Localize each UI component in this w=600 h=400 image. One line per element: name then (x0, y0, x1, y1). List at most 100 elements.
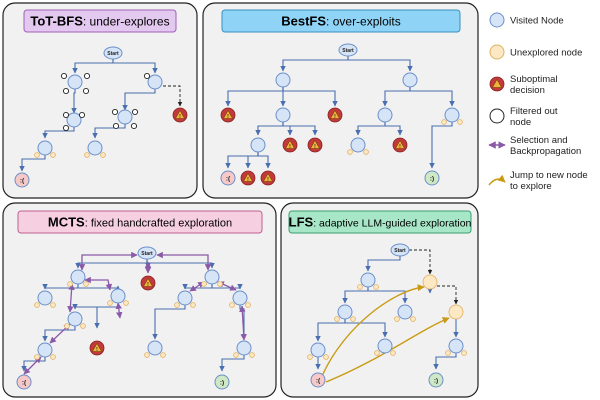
unexplored-node (448, 304, 464, 320)
visited-node (37, 140, 53, 156)
warning-icon-mark: ! (399, 144, 401, 150)
tree-edge (344, 319, 388, 338)
unexplored-node (457, 119, 463, 125)
suboptimal-node: ! (240, 170, 256, 186)
legend-visited-swatch (489, 12, 505, 28)
visited-node (66, 112, 82, 128)
start-node-label: Start (342, 48, 354, 54)
tree-edge (92, 124, 126, 139)
title-mcts: MCTS: fixed handcrafted exploration (17, 210, 263, 234)
selection-backprop-arrow (115, 302, 123, 319)
legend-jump-arrow (488, 174, 506, 186)
start-node-label: Start (394, 248, 406, 254)
happy-face-label: :) (220, 380, 224, 387)
tree-edge (365, 256, 401, 272)
visited-node (360, 272, 376, 288)
suboptimal-node: ! (307, 137, 323, 153)
panel-lfs (280, 202, 479, 398)
warning-icon (395, 139, 405, 149)
unexplored-node (100, 152, 106, 158)
filtered-node (60, 72, 68, 80)
failure-leaf-node (14, 172, 30, 188)
unexplored-node (84, 152, 90, 158)
start-node (390, 243, 410, 257)
tree-edge (152, 305, 186, 340)
unexplored-node (334, 316, 340, 322)
unexplored-node (350, 316, 356, 322)
warning-icon (175, 109, 185, 119)
visited-node (397, 304, 413, 320)
warning-icon-mark: ! (334, 114, 336, 120)
warning-icon (310, 139, 320, 149)
unexplored-node (67, 281, 73, 287)
warning-icon (330, 109, 340, 119)
svg-text:BestFS: over-exploits: BestFS: over-exploits (281, 14, 401, 29)
suboptimal-node: ! (140, 275, 156, 291)
warning-icon-mark: ! (314, 144, 316, 150)
unexplored-node (229, 302, 235, 308)
unexplored-node (374, 350, 380, 356)
unexplored-node (394, 316, 400, 322)
unexplored-node (201, 281, 207, 287)
filtered-node (111, 108, 119, 116)
happy-face-label: :) (430, 176, 434, 183)
unexplored-node (34, 152, 40, 158)
visited-node (67, 74, 83, 90)
suboptimal-node: ! (260, 170, 276, 186)
unexplored-node (357, 284, 363, 290)
unexplored-node (217, 281, 223, 287)
visited-node (275, 107, 291, 123)
unexplored-node (307, 354, 313, 360)
legend-unexplored-swatch (489, 44, 505, 60)
unexplored-node (34, 302, 40, 308)
warning-icon-mark: ! (267, 177, 269, 183)
tree-edge (384, 122, 403, 136)
unexplored-node (50, 302, 56, 308)
tree-edge (42, 127, 75, 139)
warning-icon-mark: ! (147, 282, 149, 288)
tree-edge (122, 89, 156, 111)
dashed-jump-edge (163, 85, 183, 107)
unexplored-node (160, 352, 166, 358)
warning-icon (143, 277, 153, 287)
visited-node (67, 311, 83, 327)
panel-mcts (2, 202, 277, 398)
unexplored-node (245, 302, 251, 308)
legend-item-visited: Visited Node (489, 12, 564, 28)
warning-icon (492, 78, 502, 88)
tree-edge (367, 287, 408, 304)
unexplored-node (347, 149, 353, 155)
happy-face-label: :) (434, 378, 438, 385)
legend-filtered-swatch (489, 108, 505, 124)
selection-backprop-arrow (84, 276, 113, 291)
visited-node (444, 107, 460, 123)
visited-node (70, 269, 86, 285)
visited-node (147, 340, 163, 356)
tree-edge (112, 59, 158, 74)
visited-node (377, 338, 393, 354)
visited-node (250, 137, 266, 153)
tree-edge (433, 353, 457, 370)
tree-edge (282, 87, 338, 107)
unexplored-node (410, 316, 416, 322)
visited-node (117, 109, 133, 125)
warning-icon (223, 109, 233, 119)
warning-icon (285, 139, 295, 149)
visited-node (177, 290, 193, 306)
start-node-label: Start (107, 51, 119, 57)
tree-edge (429, 122, 453, 169)
warning-icon (263, 172, 273, 182)
sad-face-label: :( (20, 178, 25, 185)
visited-node (377, 107, 393, 123)
start-node-label: Start (141, 251, 153, 257)
warning-icon-mark: ! (247, 177, 249, 183)
tree-edge (19, 155, 46, 172)
warning-icon-mark: ! (96, 347, 98, 353)
unexplored-node (107, 300, 113, 306)
visited-node (37, 342, 53, 358)
